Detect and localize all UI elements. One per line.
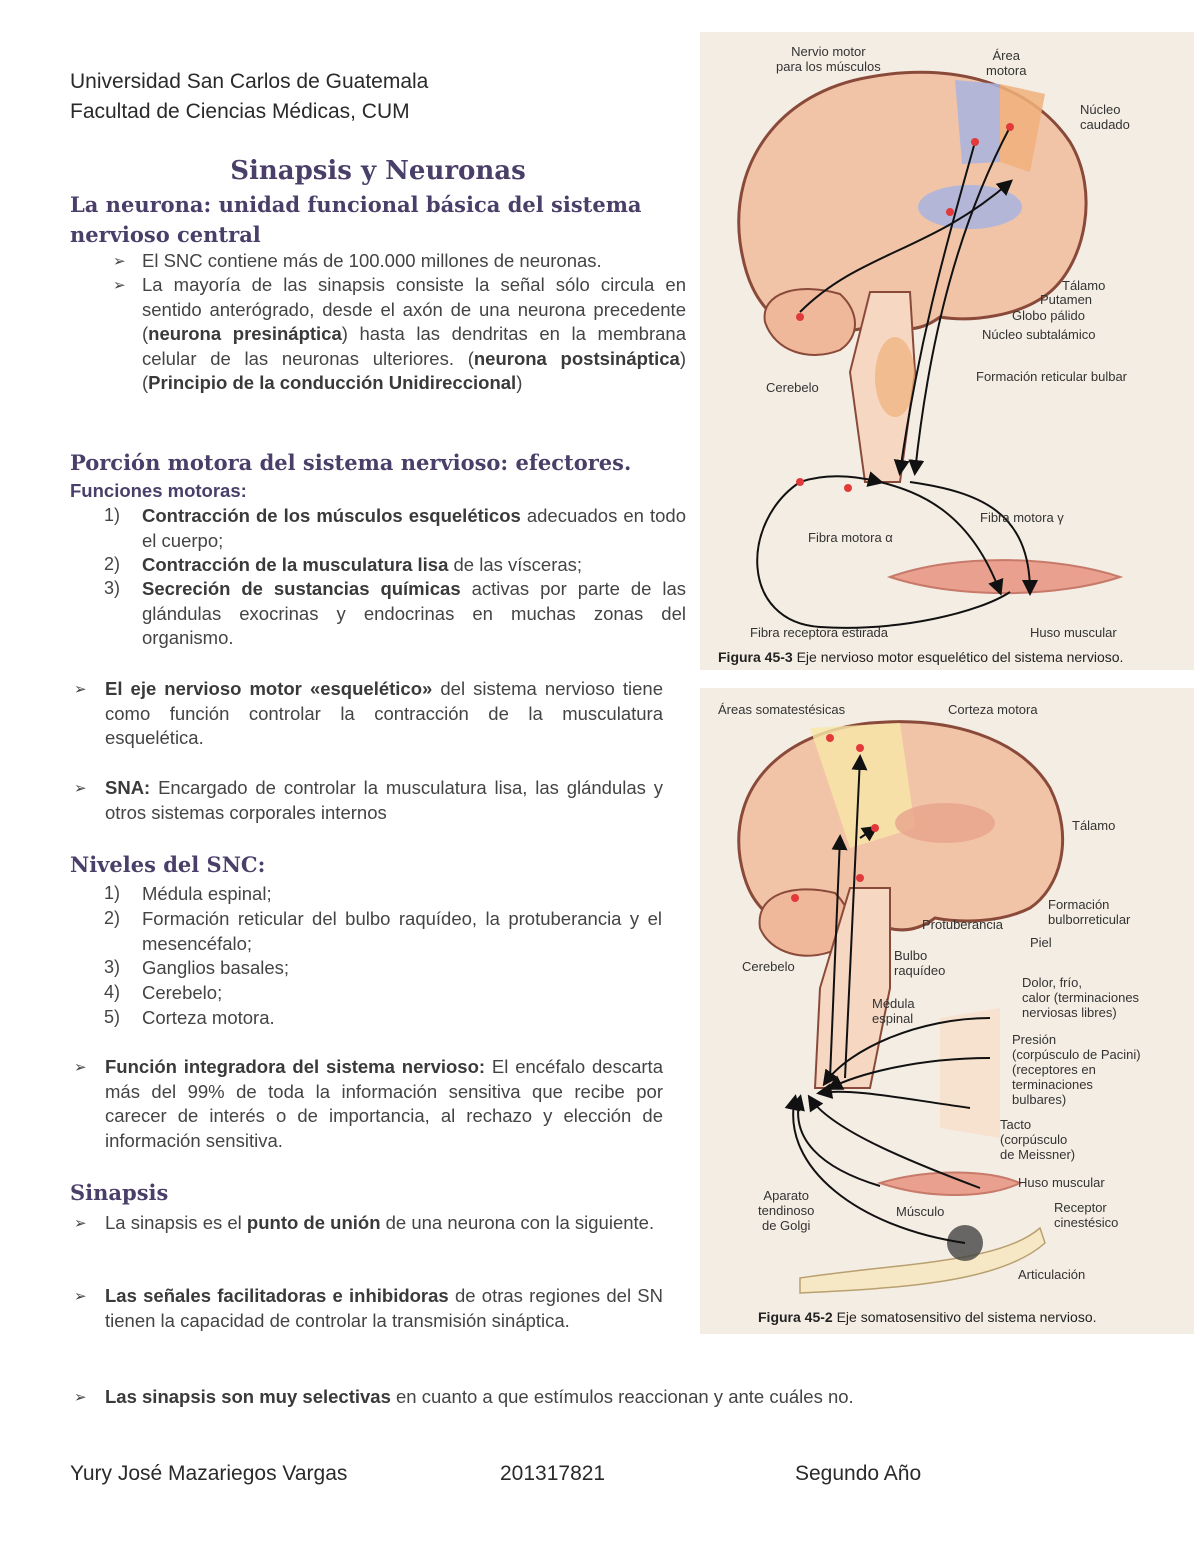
label-thalamus: Tálamo — [1062, 278, 1106, 293]
label-pons: Protuberancia — [922, 917, 1003, 932]
level-item-1: Médula espinal; — [142, 883, 272, 904]
list-number: 2) — [104, 908, 121, 928]
label-muscle: Músculo — [896, 1204, 945, 1219]
label-thalamus: Tálamo — [1072, 818, 1116, 833]
label-kinesthetic-receptor: Receptor cinestésico — [1054, 1200, 1119, 1230]
footer-author: Yury José Mazariegos Vargas — [70, 1462, 348, 1485]
label-spinal-cord: Médula espinal — [872, 996, 915, 1026]
list-number: 5) — [104, 1007, 121, 1027]
label-subthalamic-nucleus: Núcleo subtalámico — [982, 327, 1096, 342]
footer-year: Segundo Año — [795, 1462, 922, 1485]
label-caudate-nucleus: Núcleo caudado — [1080, 102, 1130, 132]
somatosensory-axis-illustration — [737, 720, 1065, 1294]
figure1-caption: Figura 45-3 Eje nervioso motor esqueléti… — [718, 649, 1124, 665]
level-item-4: Cerebelo; — [142, 982, 223, 1003]
faculty-name: Facultad de Ciencias Médicas, CUM — [70, 100, 410, 123]
label-motor-area: Área motora — [986, 48, 1027, 78]
motor-item-1: Contracción de los músculos esqueléticos… — [142, 505, 686, 551]
label-alpha-fiber: Fibra motora α — [808, 530, 893, 545]
bullet-arrow-icon: ➢ — [74, 780, 87, 797]
motor-item-3: Secreción de sustancias químicas activas… — [142, 578, 686, 648]
label-cerebellum: Cerebelo — [742, 959, 795, 974]
bullet-arrow-icon: ➢ — [74, 1215, 87, 1232]
label-golgi-tendon: Aparato tendinoso de Golgi — [758, 1188, 815, 1233]
motor-axis-illustration — [737, 70, 1124, 629]
label-pressure: Presión (corpúsculo de Pacini) (receptor… — [1012, 1032, 1141, 1107]
sna-bullet: SNA: Encargado de controlar la musculatu… — [105, 777, 663, 823]
label-reticular-formation: Formación reticular bulbar — [976, 369, 1128, 384]
level-item-2: Formación reticular del bulbo raquídeo, … — [142, 908, 662, 954]
figure-motor-axis: Nervio motor para los músculos Área moto… — [700, 32, 1194, 670]
levels-heading: Niveles del SNC: — [70, 852, 266, 877]
label-cerebellum: Cerebelo — [766, 380, 819, 395]
level-item-3: Ganglios basales; — [142, 957, 290, 978]
label-skin: Piel — [1030, 935, 1052, 950]
bullet-arrow-icon: ➢ — [113, 253, 126, 270]
label-gamma-fiber: Fibra motora γ — [980, 510, 1064, 525]
label-joint: Articulación — [1018, 1267, 1086, 1282]
integrative-bullet: Función integradora del sistema nervioso… — [105, 1056, 663, 1151]
label-touch: Tacto (corpúsculo de Meissner) — [1000, 1117, 1076, 1162]
label-muscle-spindle: Huso muscular — [1018, 1175, 1105, 1190]
label-muscle-spindle: Huso muscular — [1030, 625, 1117, 640]
bullet-arrow-icon: ➢ — [74, 1059, 87, 1076]
level-item-5: Corteza motora. — [142, 1007, 275, 1028]
motor-item-2: Contracción de la musculatura lisa de la… — [142, 554, 583, 575]
synapse-heading: Sinapsis — [70, 1180, 169, 1205]
label-somatosensory-areas: Áreas somatestésicas — [718, 702, 846, 717]
motor-axis-bullet: El eje nervioso motor «esquelético» del … — [105, 678, 664, 748]
figure-somatosensory-axis: Áreas somatestésicas Corteza motora Tála… — [700, 688, 1194, 1334]
list-number: 3) — [104, 957, 121, 977]
synapse-bullet-3: Las sinapsis son muy selectivas en cuant… — [105, 1386, 854, 1407]
bullet-arrow-icon: ➢ — [74, 681, 87, 698]
list-number: 3) — [104, 578, 121, 598]
motor-heading: Porción motora del sistema nervioso: efe… — [70, 450, 632, 475]
page-title: Sinapsis y Neuronas — [230, 156, 526, 186]
label-medulla: Bulbo raquídeo — [894, 948, 946, 978]
list-number: 1) — [104, 883, 121, 903]
bullet-arrow-icon: ➢ — [74, 1288, 87, 1305]
motor-subheading: Funciones motoras: — [70, 480, 247, 501]
bullet-arrow-icon: ➢ — [113, 277, 126, 294]
list-number: 2) — [104, 554, 121, 574]
neuron-bullet-1: El SNC contiene más de 100.000 millones … — [142, 250, 602, 271]
label-bulboreticular-formation: Formación bulborreticular — [1048, 897, 1131, 927]
label-putamen: Putamen — [1040, 292, 1093, 307]
label-motor-cortex: Corteza motora — [948, 702, 1038, 717]
bullet-arrow-icon: ➢ — [74, 1389, 87, 1406]
neuron-bullet-2: La mayoría de las sinapsis consiste la s… — [142, 274, 686, 393]
synapse-bullet-2: Las señales facilitadoras e inhibidoras … — [105, 1285, 663, 1331]
figure2-caption: Figura 45-2 Eje somatosensitivo del sist… — [758, 1309, 1097, 1325]
label-motor-nerve: Nervio motor para los músculos — [776, 44, 881, 74]
footer-student-id: 201317821 — [500, 1462, 606, 1485]
label-pain-receptors: Dolor, frío, calor (terminaciones nervio… — [1022, 975, 1140, 1020]
list-number: 1) — [104, 505, 121, 525]
university-name: Universidad San Carlos de Guatemala — [70, 70, 429, 93]
list-number: 4) — [104, 982, 121, 1002]
neuron-heading: La neurona: unidad funcional básica del … — [70, 192, 642, 247]
synapse-bullet-1: La sinapsis es el punto de unión de una … — [105, 1212, 655, 1233]
label-receptor-fiber: Fibra receptora estirada — [750, 625, 889, 640]
label-globus-pallidus: Globo pálido — [1012, 308, 1085, 323]
